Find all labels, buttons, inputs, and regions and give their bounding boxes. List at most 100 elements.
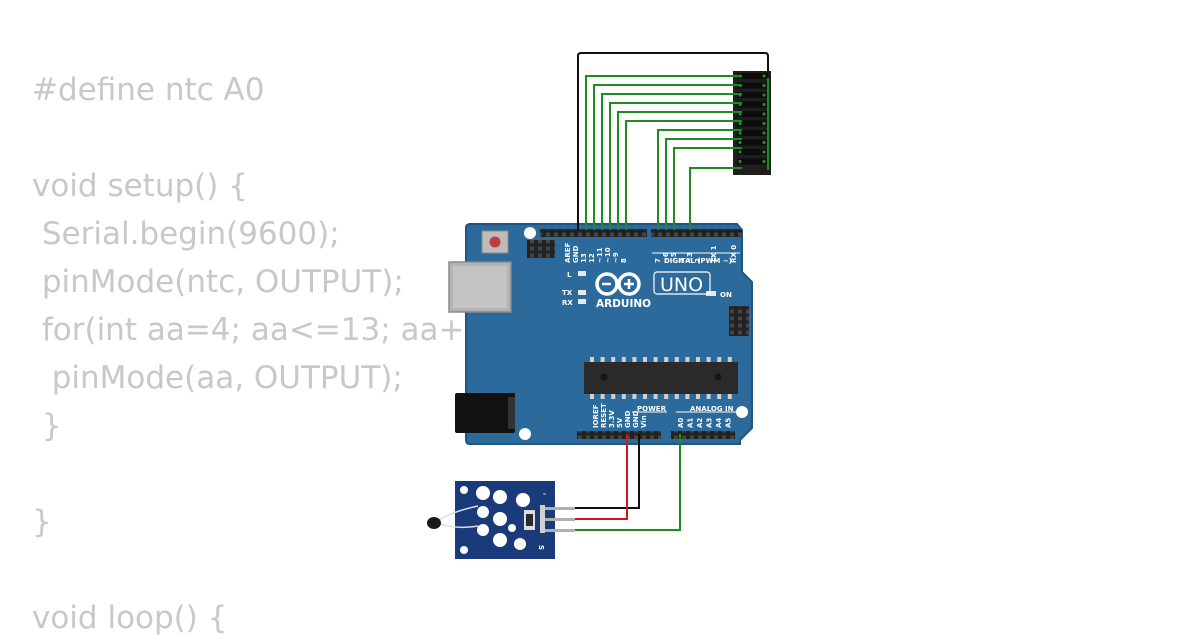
icsp-header — [527, 240, 555, 258]
led-lead — [762, 112, 766, 116]
wire-pin-12 — [593, 84, 742, 230]
wires-sensor — [575, 434, 681, 531]
led-segment — [737, 158, 767, 165]
chip-pin — [590, 357, 594, 362]
chip-pin — [653, 394, 658, 399]
chip-pin — [727, 394, 732, 399]
analog-pin-label: A2 — [696, 418, 704, 428]
wire-pin-6 — [665, 138, 742, 230]
chip-pin — [685, 357, 690, 362]
digital-pin-label: RX 0 — [730, 245, 738, 263]
code-line: pinMode(ntc, OUTPUT); — [32, 264, 404, 300]
chip-pin — [674, 357, 679, 362]
digital-pin-label: 8 — [620, 258, 628, 263]
wires-digital — [577, 52, 769, 230]
board-brand: ARDUINO — [596, 298, 651, 310]
led-rx-label: RX — [562, 299, 573, 307]
led-lead — [762, 93, 766, 97]
wire-pin-13 — [585, 75, 742, 230]
led-lead — [762, 150, 766, 154]
uno-badge — [653, 271, 711, 295]
chip-pin — [727, 357, 732, 362]
led-segment — [737, 111, 767, 117]
chip-pin — [643, 394, 647, 399]
chip-pin — [621, 394, 626, 399]
power-jack — [455, 393, 515, 433]
digital-pin-label: ~11 — [596, 247, 604, 263]
analog-label: ANALOG IN — [690, 405, 734, 413]
led-lead — [762, 102, 766, 107]
led-segment — [737, 139, 767, 146]
led-segment — [737, 130, 767, 136]
power-pin-label: RESET — [600, 403, 608, 428]
code-line: } — [32, 408, 62, 444]
led-lead — [738, 121, 742, 126]
power-pin-label: Vin — [640, 415, 648, 428]
chip-pin — [600, 357, 605, 362]
wire-pin-4 — [689, 167, 742, 230]
code-line: #define ntc A0 — [32, 72, 265, 108]
chip-pin — [706, 394, 711, 399]
power-label: POWER — [637, 405, 667, 413]
wire-sensor-vcc — [575, 434, 628, 520]
led-l-label: L — [567, 271, 572, 279]
power-pin-label: 3.3V — [608, 410, 616, 428]
led-segment — [737, 82, 767, 89]
chip-pin — [664, 357, 669, 362]
digital-pin-label: 13 — [580, 253, 588, 263]
analog-pin-label: A1 — [687, 418, 695, 428]
board-model: UNO — [660, 274, 703, 296]
led-lead — [762, 159, 766, 164]
sensor-minus-label: - — [543, 490, 546, 498]
power-pin-label: 5V — [616, 417, 624, 428]
mount-hole — [524, 227, 536, 239]
led-segment — [737, 92, 767, 98]
led-segment — [737, 73, 767, 79]
digital-header-right — [651, 229, 742, 237]
digital-label: DIGITAL (PWM ~) — [664, 257, 732, 265]
chip-pin — [674, 394, 679, 399]
led-bar-graph — [733, 71, 771, 175]
digital-pin-label: AREF — [564, 242, 572, 263]
chip-pin — [611, 357, 616, 362]
digital-pin-label: ~9 — [612, 252, 620, 263]
led-lead — [738, 112, 742, 116]
led-tx-label: TX — [562, 289, 573, 297]
chip-pin — [717, 394, 722, 399]
led-lead — [762, 140, 766, 145]
led-segment — [737, 101, 767, 108]
wire-gnd-black — [577, 52, 769, 230]
chip-pin — [600, 394, 605, 399]
chip-pin — [696, 357, 700, 362]
led-lead — [738, 150, 742, 154]
analog-pin-label: A0 — [677, 418, 685, 428]
digital-pin-label: 4 — [678, 258, 686, 263]
wire-pin-7 — [657, 129, 742, 230]
icsp-header-2 — [729, 306, 749, 336]
code-line: } — [32, 504, 52, 540]
power-pin-label: IOREF — [592, 404, 600, 428]
chip-pin — [696, 394, 700, 399]
analog-pin-label: A3 — [706, 418, 714, 428]
wire-pin-10 — [609, 102, 742, 230]
digital-pin-label: ~5 — [670, 252, 678, 263]
code-line: Serial.begin(9600); — [32, 216, 340, 252]
led-lead — [762, 74, 766, 78]
led-lead — [738, 159, 742, 164]
chip-pin — [717, 357, 722, 362]
mount-hole — [519, 428, 531, 440]
sensor-signal-label: S — [537, 545, 545, 550]
led-lead — [738, 140, 742, 145]
chip-pin — [643, 357, 647, 362]
thermistor-bead — [427, 517, 441, 529]
chip-pin — [611, 394, 616, 399]
wire-pin-8 — [625, 120, 742, 230]
power-pin-label: GND — [624, 410, 632, 428]
led-on-label: ON — [720, 291, 732, 299]
atmega-chip — [584, 357, 738, 399]
chip-pin — [653, 357, 658, 362]
